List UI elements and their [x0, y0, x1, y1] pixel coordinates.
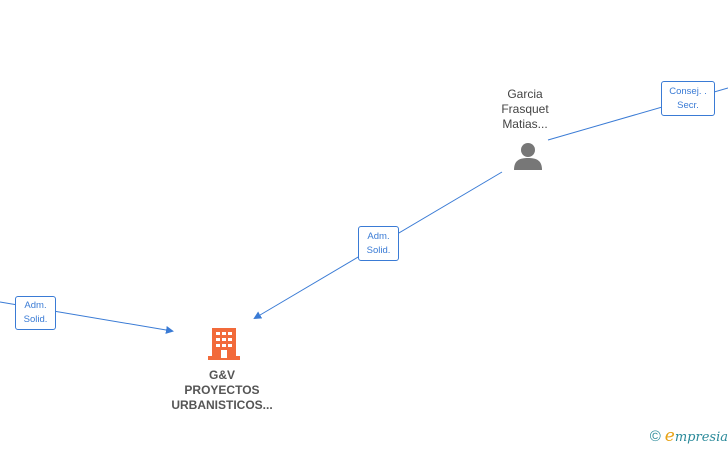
footer-brand: © empresia	[650, 426, 728, 446]
edge-label-top-line-1: Consej. .	[669, 86, 707, 97]
edge-label-top-line-2: Secr.	[677, 100, 699, 111]
building-icon[interactable]	[208, 326, 240, 362]
company-name-line-1: G&V	[208, 368, 235, 382]
company-name[interactable]: G&V PROYECTOS URBANISTICOS...	[162, 368, 282, 413]
company-name-line-2: PROYECTOS	[184, 383, 260, 397]
person-name-line-3: Matias...	[502, 117, 548, 131]
edge-label-person-line-2: Solid.	[366, 245, 391, 256]
person-name[interactable]: Garcia Frasquet Matias...	[490, 87, 560, 132]
edge-label-left-line-2: Solid.	[23, 314, 48, 325]
company-name-line-3: URBANISTICOS...	[171, 398, 273, 412]
person-name-line-2: Frasquet	[501, 102, 549, 116]
edge-label-person-company[interactable]: Adm. Solid.	[358, 226, 399, 261]
edge-label-top-right[interactable]: Consej. . Secr.	[661, 81, 715, 116]
edge-label-left[interactable]: Adm. Solid.	[15, 296, 56, 330]
person-name-line-1: Garcia	[507, 87, 543, 101]
edge-label-person-line-1: Adm.	[367, 231, 390, 242]
empresia-logo: empresia	[664, 426, 728, 446]
person-icon[interactable]	[512, 140, 544, 172]
edge-label-left-line-1: Adm.	[24, 300, 47, 311]
copyright-symbol: ©	[649, 427, 661, 445]
